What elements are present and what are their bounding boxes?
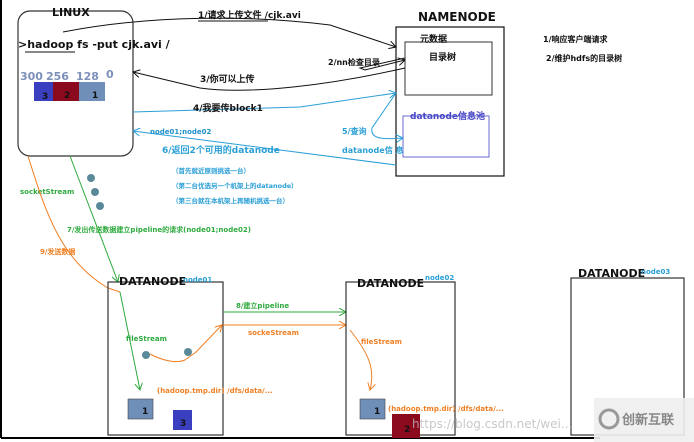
metadata-label: 元数据: [420, 33, 447, 45]
node02-block-2-label: 2: [404, 425, 410, 435]
step-9-label: 9/发送数据: [40, 247, 75, 256]
step-1-label: 1/请求上传文件 /cjk.avi: [198, 9, 301, 21]
file-block-2: [53, 82, 79, 101]
offset-128: 128: [76, 70, 99, 83]
rule-3: （第三台就在本机架上再随机挑选一台）: [172, 196, 289, 205]
rule-2: （第二台优选另一个机架上的datanode）: [172, 181, 298, 190]
filestream-node01-label: fileStream: [126, 335, 167, 343]
step-2-label: 2/nn检查目录: [328, 57, 380, 67]
packet-dot: [96, 202, 104, 210]
namenode-box: [395, 26, 505, 177]
step-6-label: 6/返回2个可用的datanode: [162, 144, 280, 156]
file-block-1: [79, 82, 105, 101]
packet-dot: [91, 188, 99, 196]
file-block-3: [34, 82, 53, 101]
arrow-query: [371, 92, 403, 139]
packet-dot: [142, 351, 150, 359]
step-3-label: 3/你可以上传: [200, 73, 255, 85]
datanode-pool-box: [402, 115, 490, 158]
arrow-filestream-node02: [349, 329, 372, 390]
socket-stream-label: socketStream: [20, 188, 74, 196]
linux-client-box: [17, 10, 134, 157]
watermark-logo-bg: [594, 398, 694, 442]
packet-dot: [184, 348, 192, 356]
datanode-node02-title: DATANODE: [357, 277, 424, 290]
datanode-node02-name: node02: [425, 274, 454, 282]
arrow-upload-block1: [132, 93, 396, 113]
file-block-2-label: 2: [64, 91, 70, 101]
node02-block-1-label: 1: [374, 407, 380, 417]
offset-256: 256: [46, 70, 69, 83]
file-block-3-label: 3: [42, 92, 48, 102]
packet-dot: [87, 174, 95, 182]
node01-block-1-label: 1: [142, 407, 148, 417]
namenode-duty-2: 2/维护hdfs的目录树: [546, 53, 622, 63]
watermark-logo: 创新互联: [621, 412, 674, 428]
arrow-request-upload: [62, 17, 396, 47]
watermark-url: https://blog.csdn.net/wei...: [412, 417, 572, 431]
node01-path: (hadoop.tmp.dir) /dfs/data/...: [157, 387, 273, 395]
datanode-node01-box: [107, 281, 224, 436]
linux-title: LINUX: [52, 6, 90, 19]
step-5-info: datanode信 息: [342, 145, 403, 155]
offset-300: 300: [20, 70, 43, 83]
datanode-node03-title: DATANODE: [578, 267, 645, 280]
arrow-filestream-node01: [119, 291, 140, 390]
node02-path: (hadoop.tmp.dir) /dfs/data/...: [388, 405, 504, 413]
node01-block-3: [173, 410, 192, 430]
arrow-pipeline-request: [69, 155, 118, 282]
node01-block-3-label: 3: [180, 419, 186, 429]
rule-1: （首先就近原则挑选一台）: [172, 166, 250, 175]
datanode-node01-name: node01: [183, 276, 212, 284]
returned-nodes: node01;node02: [150, 128, 212, 136]
namenode-title: NAMENODE: [418, 10, 496, 24]
offset-0: 0: [106, 68, 114, 81]
namenode-duty-1: 1/响应客户端请求: [543, 34, 608, 44]
datanode-pool-label: datanode信息池: [410, 110, 485, 122]
arrow-nn-check: [358, 58, 405, 71]
socke-stream-label: sockeStream: [248, 329, 299, 337]
logo-icon: [598, 408, 620, 430]
step-8-label: 8/建立pipeline: [236, 301, 289, 310]
arrow-forward-node01: [149, 325, 222, 363]
dir-tree-label: 目录树: [429, 51, 456, 63]
dir-tree-box: [404, 41, 493, 96]
node01-block-1: [127, 398, 154, 420]
arrow-return-datanodes: [133, 131, 397, 166]
step-5-label: 5/查询: [342, 126, 367, 136]
file-block-1-label: 1: [92, 91, 98, 101]
upload-command: >hadoop fs -put cjk.avi /: [18, 38, 171, 51]
arrow-can-upload: [133, 67, 406, 91]
step-7-label: 7/发出传送数据建立pipeline的请求(node01;node02): [67, 225, 251, 234]
filestream-node02-label: fileStream: [361, 338, 402, 346]
datanode-node01-title: DATANODE: [119, 275, 186, 288]
datanode-node03-name: node03: [641, 268, 670, 276]
step-4-label: 4/我要传block1: [193, 102, 263, 114]
node02-block-2: [392, 414, 420, 438]
arrow-send-data: [27, 155, 121, 293]
node02-block-1: [359, 398, 386, 420]
